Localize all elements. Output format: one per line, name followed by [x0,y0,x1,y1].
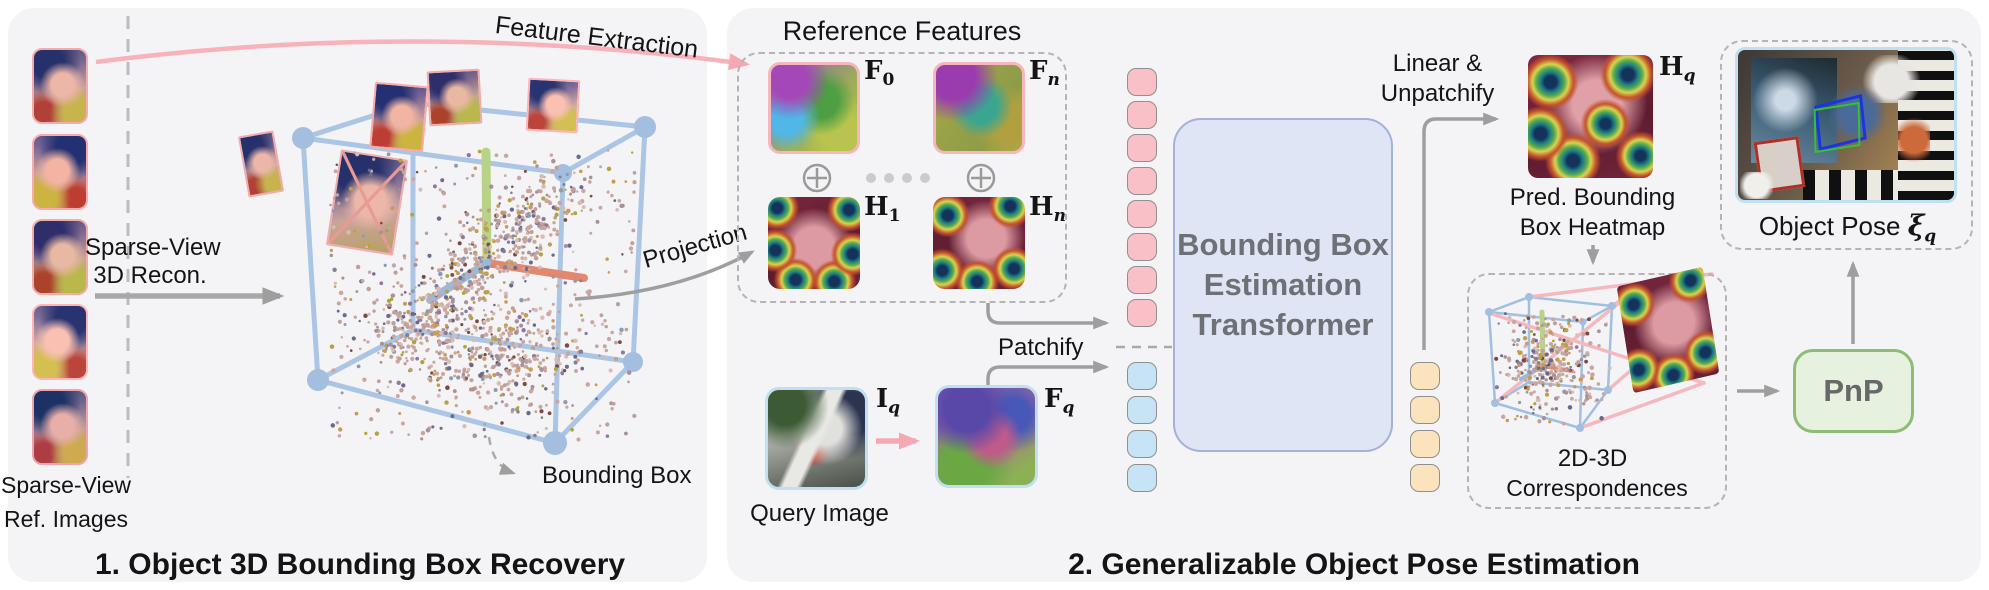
orange-object [1897,116,1931,164]
pred-heatmap-caption-line1: Pred. Bounding [1509,184,1676,211]
linear-unpatchify-label-line2: Unpatchify [1380,80,1495,107]
token [1410,362,1440,390]
ellipsis-dots-icon [866,173,930,183]
oplus-icon [802,163,832,193]
maze-pattern [1802,170,1898,200]
fn-feature-image [933,62,1025,154]
correspondences-caption-line1: 2D-3D [1557,445,1628,472]
section1-title: 1. Object 3D Bounding Box Recovery [94,548,626,581]
pnp-label: PnP [1823,373,1884,408]
h1-heatmap-image [768,197,860,289]
recon-label-line2: 3D Recon. [93,262,207,289]
token [1127,68,1157,96]
reference-image [32,389,88,465]
posed-reference-image [426,68,483,127]
f0-label: F0 [864,56,895,91]
pnp-box: PnP [1793,349,1914,433]
hn-heatmap-image [933,197,1025,289]
reference-image [32,48,88,124]
reference-image [32,219,88,295]
posed-reference-image [369,81,429,153]
f0-feature-image [768,62,860,154]
object-pose-caption: Object Pose ξq [1758,209,1937,247]
transformer-box: Bounding Box Estimation Transformer [1173,118,1393,452]
xi-symbol: ξq [1907,209,1937,247]
oplus-icon [966,163,996,193]
fq-label: Fq [1044,384,1075,419]
token [1127,396,1157,424]
white-bowl [1740,171,1773,199]
iq-label: Iq [876,384,901,419]
query-image [765,387,868,490]
posed-reference-image [525,77,581,134]
linear-unpatchify-label-line1: Linear & [1392,50,1483,77]
fn-label: Fn [1029,56,1060,91]
query-image-caption: Query Image [750,500,889,527]
patchify-label: Patchify [998,334,1084,361]
reference-features-title: Reference Features [782,16,1022,46]
hq-heatmap-image [1528,55,1653,178]
token [1127,134,1157,162]
token [1127,362,1157,390]
token [1127,167,1157,195]
token [1127,101,1157,129]
transformer-label-line1: Bounding Box [1177,227,1389,262]
reference-image [32,134,88,210]
correspondence-heatmap-plane [1616,266,1720,394]
correspondences-box [1467,273,1727,509]
token [1127,430,1157,458]
bounding-box-label: Bounding Box [542,462,692,489]
object-pose-box [1720,40,1973,250]
reference-image [32,304,88,380]
blue-machine [1828,86,1885,143]
token [1127,266,1157,294]
pred-heatmap-caption-line2: Box Heatmap [1519,214,1666,241]
token [1410,430,1440,458]
token [1127,200,1157,228]
reference-features-box [737,52,1067,303]
token [1127,464,1157,492]
hn-label: Hn [1029,192,1066,227]
token [1127,299,1157,327]
token [1410,464,1440,492]
ref-images-caption-line1: Sparse-View [1,472,131,498]
hq-label: Hq [1659,52,1696,87]
transformer-label-line2: Estimation [1203,267,1363,302]
fq-feature-image [935,385,1038,488]
recon-label-line1: Sparse-View [85,234,221,261]
object-pose-image [1735,47,1957,203]
correspondences-caption-line2: Correspondences [1506,475,1688,501]
transformer-label-line3: Transformer [1192,307,1374,342]
token [1127,233,1157,261]
token [1410,396,1440,424]
ref-images-caption-line2: Ref. Images [4,506,128,532]
section2-title: 2. Generalizable Object Pose Estimation [1068,548,1640,581]
h1-label: H1 [864,192,901,227]
